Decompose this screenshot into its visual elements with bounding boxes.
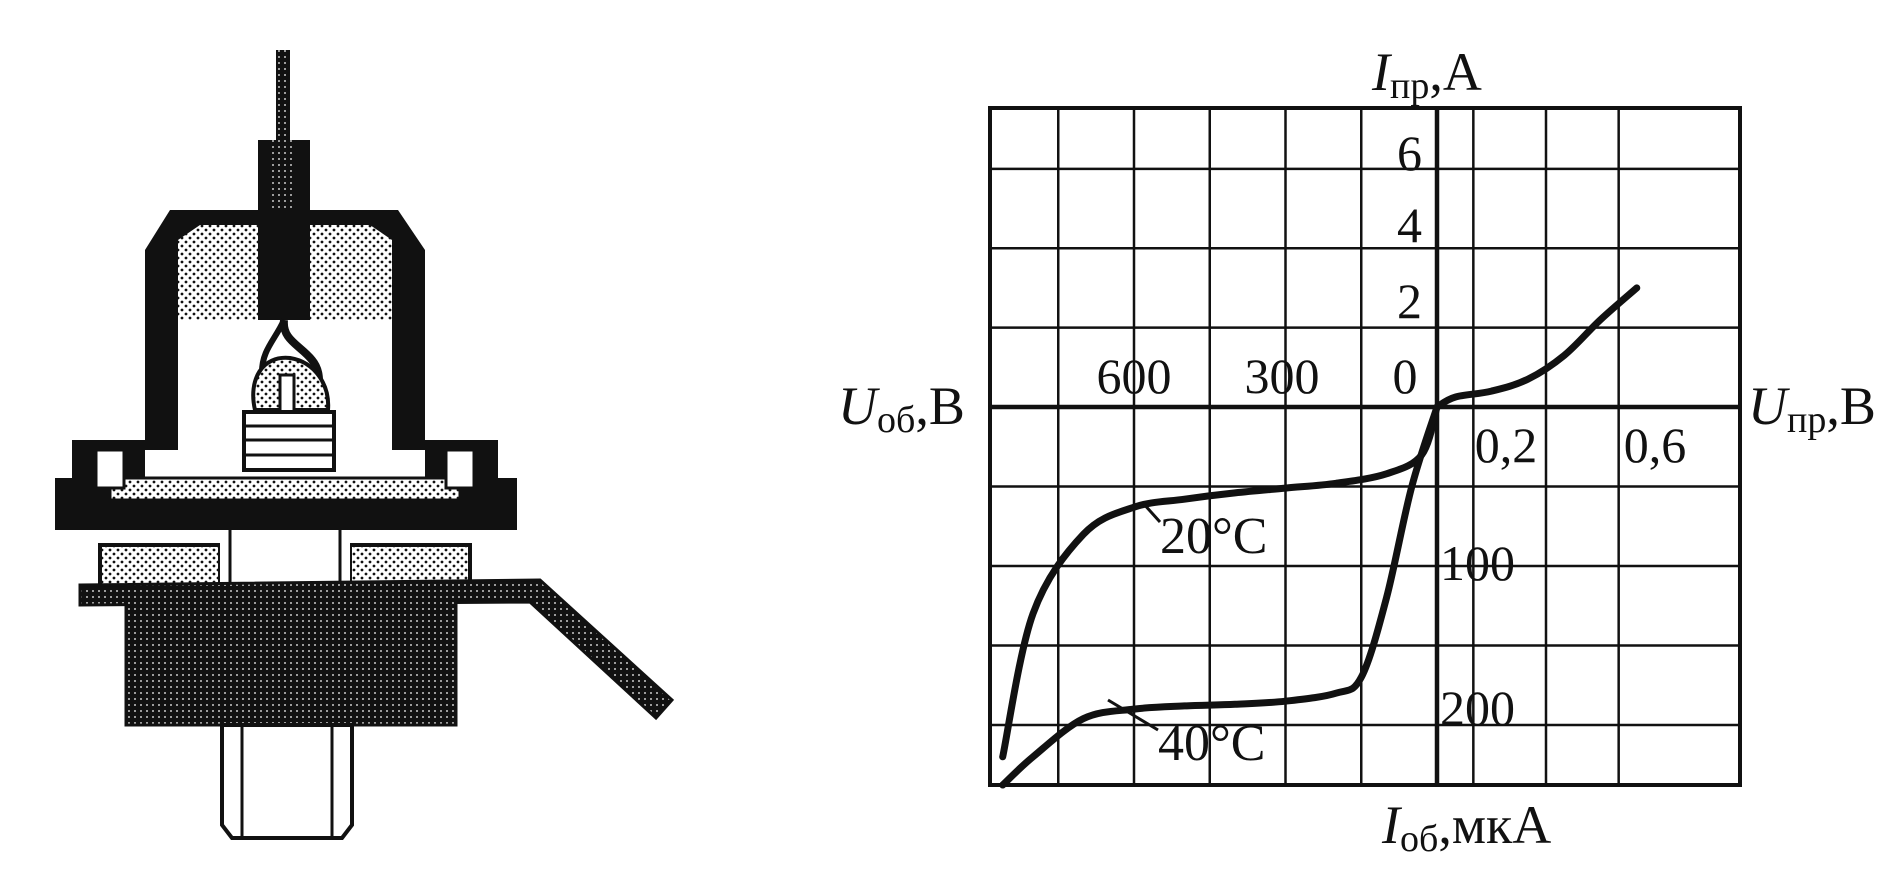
reverse-curve-40c (999, 403, 1441, 789)
chart-curves (999, 284, 1641, 789)
base-plate (108, 476, 462, 502)
semiconductor-pellet (242, 410, 336, 472)
leader-40c (1107, 698, 1159, 732)
leader-20c (1140, 500, 1162, 524)
series-label-20c: 20°C (1160, 508, 1267, 565)
terminal-strip (78, 578, 675, 721)
chart-frame (988, 106, 1742, 787)
axis-title-reverse-current: Iоб,мкА (1381, 795, 1551, 860)
tick-reverse-current: 200 (1440, 680, 1515, 736)
lead-wire (276, 50, 290, 145)
forward-branch-curve (1433, 284, 1641, 411)
tick-forward-voltage: 0,2 (1475, 417, 1538, 473)
tick-reverse-current: 100 (1440, 535, 1515, 591)
reverse-curve-20c (999, 403, 1441, 761)
threaded-stud (220, 723, 354, 840)
heat-sink (124, 598, 458, 727)
diode-cross-section-icon (55, 50, 675, 840)
axis-title-forward-voltage: Uпр,В (1748, 376, 1876, 441)
axis-title-forward-current: Iпр,А (1371, 42, 1482, 107)
tick-forward-current: 4 (1397, 197, 1422, 253)
axis-title-reverse-voltage: Uоб,В (838, 376, 965, 441)
tick-forward-current: 6 (1397, 125, 1422, 181)
iv-characteristic-chart: Iпр,А Uоб,В Uпр,В Iоб,мкА 6 4 2 600 300 … (838, 42, 1876, 860)
tick-forward-voltage: 0,6 (1624, 417, 1687, 473)
series-label-40c: 40°C (1158, 715, 1265, 772)
tick-reverse-voltage: 600 (1097, 348, 1172, 404)
tick-forward-current: 2 (1397, 273, 1422, 329)
tick-reverse-voltage: 300 (1245, 348, 1320, 404)
tick-reverse-voltage: 0 (1393, 348, 1418, 404)
